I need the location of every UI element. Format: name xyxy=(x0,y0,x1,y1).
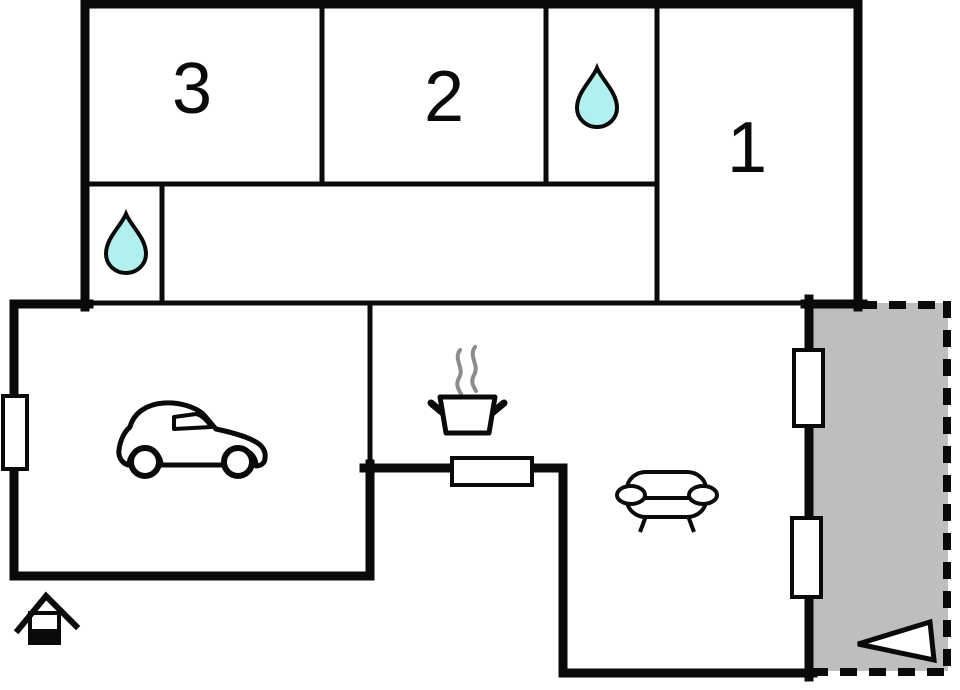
room-1-label: 1 xyxy=(727,108,767,188)
terrace-area xyxy=(809,303,948,671)
house-body-dark xyxy=(30,629,59,643)
steam-line xyxy=(455,348,463,396)
terrace xyxy=(809,301,951,676)
house-roof xyxy=(13,591,81,635)
car-wheel-front xyxy=(221,445,255,479)
room-2-label: 2 xyxy=(424,57,464,137)
sofa-armrest-right xyxy=(687,484,719,506)
car-body xyxy=(116,400,268,469)
room-kitchen-area xyxy=(373,308,805,465)
window-living-lower xyxy=(790,516,823,599)
room-garage-area xyxy=(19,308,366,571)
water-drop-icon xyxy=(103,208,149,275)
exterior-wall-garage xyxy=(9,299,375,581)
pot-body xyxy=(437,394,498,436)
window-kitchen-passthrough xyxy=(450,456,534,487)
water-drop-icon xyxy=(574,62,620,129)
car-window xyxy=(172,412,213,431)
steam-line xyxy=(470,345,478,393)
windows xyxy=(1,348,825,599)
sofa-icon xyxy=(615,470,719,533)
sofa-armrest-left xyxy=(615,484,647,506)
car-icon xyxy=(116,400,268,479)
entrance-arrow-icon xyxy=(857,618,937,664)
window-garage-left xyxy=(1,394,29,471)
window-living-upper xyxy=(792,348,825,428)
room-hallway-area xyxy=(165,187,654,299)
house-icon xyxy=(13,591,81,645)
walls xyxy=(9,0,868,682)
cooking-pot-icon xyxy=(427,345,508,436)
room-3-label: 3 xyxy=(172,49,212,129)
car-wheel-rear xyxy=(128,445,162,479)
exterior-wall-upper-block xyxy=(80,0,863,312)
